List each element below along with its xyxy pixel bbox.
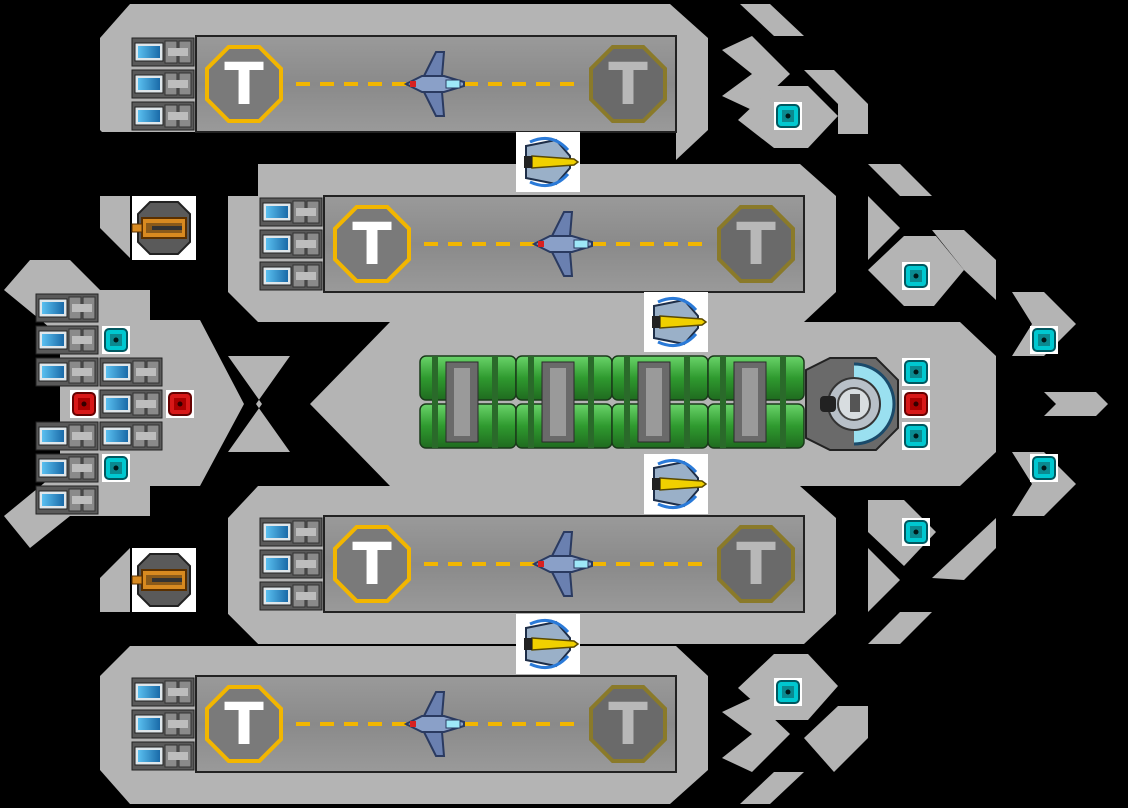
turret-icon[interactable] [131,195,197,261]
interceptor-icon[interactable] [642,290,710,354]
battery-icon [259,197,323,227]
landing-pad-end[interactable]: T [717,525,795,603]
battery-icon [131,37,195,67]
battery-icon [99,421,163,451]
shield-node-icon[interactable] [773,677,803,707]
battery-icon [35,293,99,323]
battery-icon [259,581,323,611]
shield-node-icon[interactable] [901,517,931,547]
pad-label: T [608,690,648,758]
shield-node-icon[interactable] [773,101,803,131]
battery-icon [35,325,99,355]
pad-label: T [352,530,392,598]
battery-icon [99,357,163,387]
pad-label: T [224,50,264,118]
shield-node-icon[interactable] [1029,325,1059,355]
landing-pad-end[interactable]: T [717,205,795,283]
alert-node-icon[interactable] [165,389,195,419]
shield-node-icon[interactable] [1029,453,1059,483]
landing-pad-start[interactable]: T [333,205,411,283]
shield-node-icon[interactable] [901,261,931,291]
landing-pad-start[interactable]: T [205,45,283,123]
pad-label: T [224,690,264,758]
shield-node-icon[interactable] [901,421,931,451]
interceptor-icon[interactable] [642,452,710,516]
landing-pad-end[interactable]: T [589,685,667,763]
battery-icon [259,229,323,259]
battery-icon [259,517,323,547]
interceptor-icon[interactable] [514,612,582,676]
shield-node-icon[interactable] [101,453,131,483]
landing-pad-start[interactable]: T [205,685,283,763]
battery-icon [131,741,195,771]
interceptor-icon[interactable] [514,130,582,194]
pad-label: T [608,50,648,118]
pad-label: T [736,210,776,278]
alert-node-icon[interactable] [901,389,931,419]
battery-icon [35,357,99,387]
shield-node-icon[interactable] [101,325,131,355]
cockpit-icon[interactable] [805,357,899,451]
battery-icon [35,421,99,451]
battery-icon [131,677,195,707]
battery-icon [131,709,195,739]
battery-icon [259,549,323,579]
battery-icon [131,101,195,131]
pad-label: T [352,210,392,278]
landing-pad-end[interactable]: T [589,45,667,123]
battery-icon [99,389,163,419]
pad-label: T [736,530,776,598]
battery-icon [35,485,99,515]
turret-icon[interactable] [131,547,197,613]
battery-icon [35,453,99,483]
alert-node-icon[interactable] [69,389,99,419]
battery-icon [131,69,195,99]
battery-icon [259,261,323,291]
shield-node-icon[interactable] [901,357,931,387]
landing-pad-start[interactable]: T [333,525,411,603]
